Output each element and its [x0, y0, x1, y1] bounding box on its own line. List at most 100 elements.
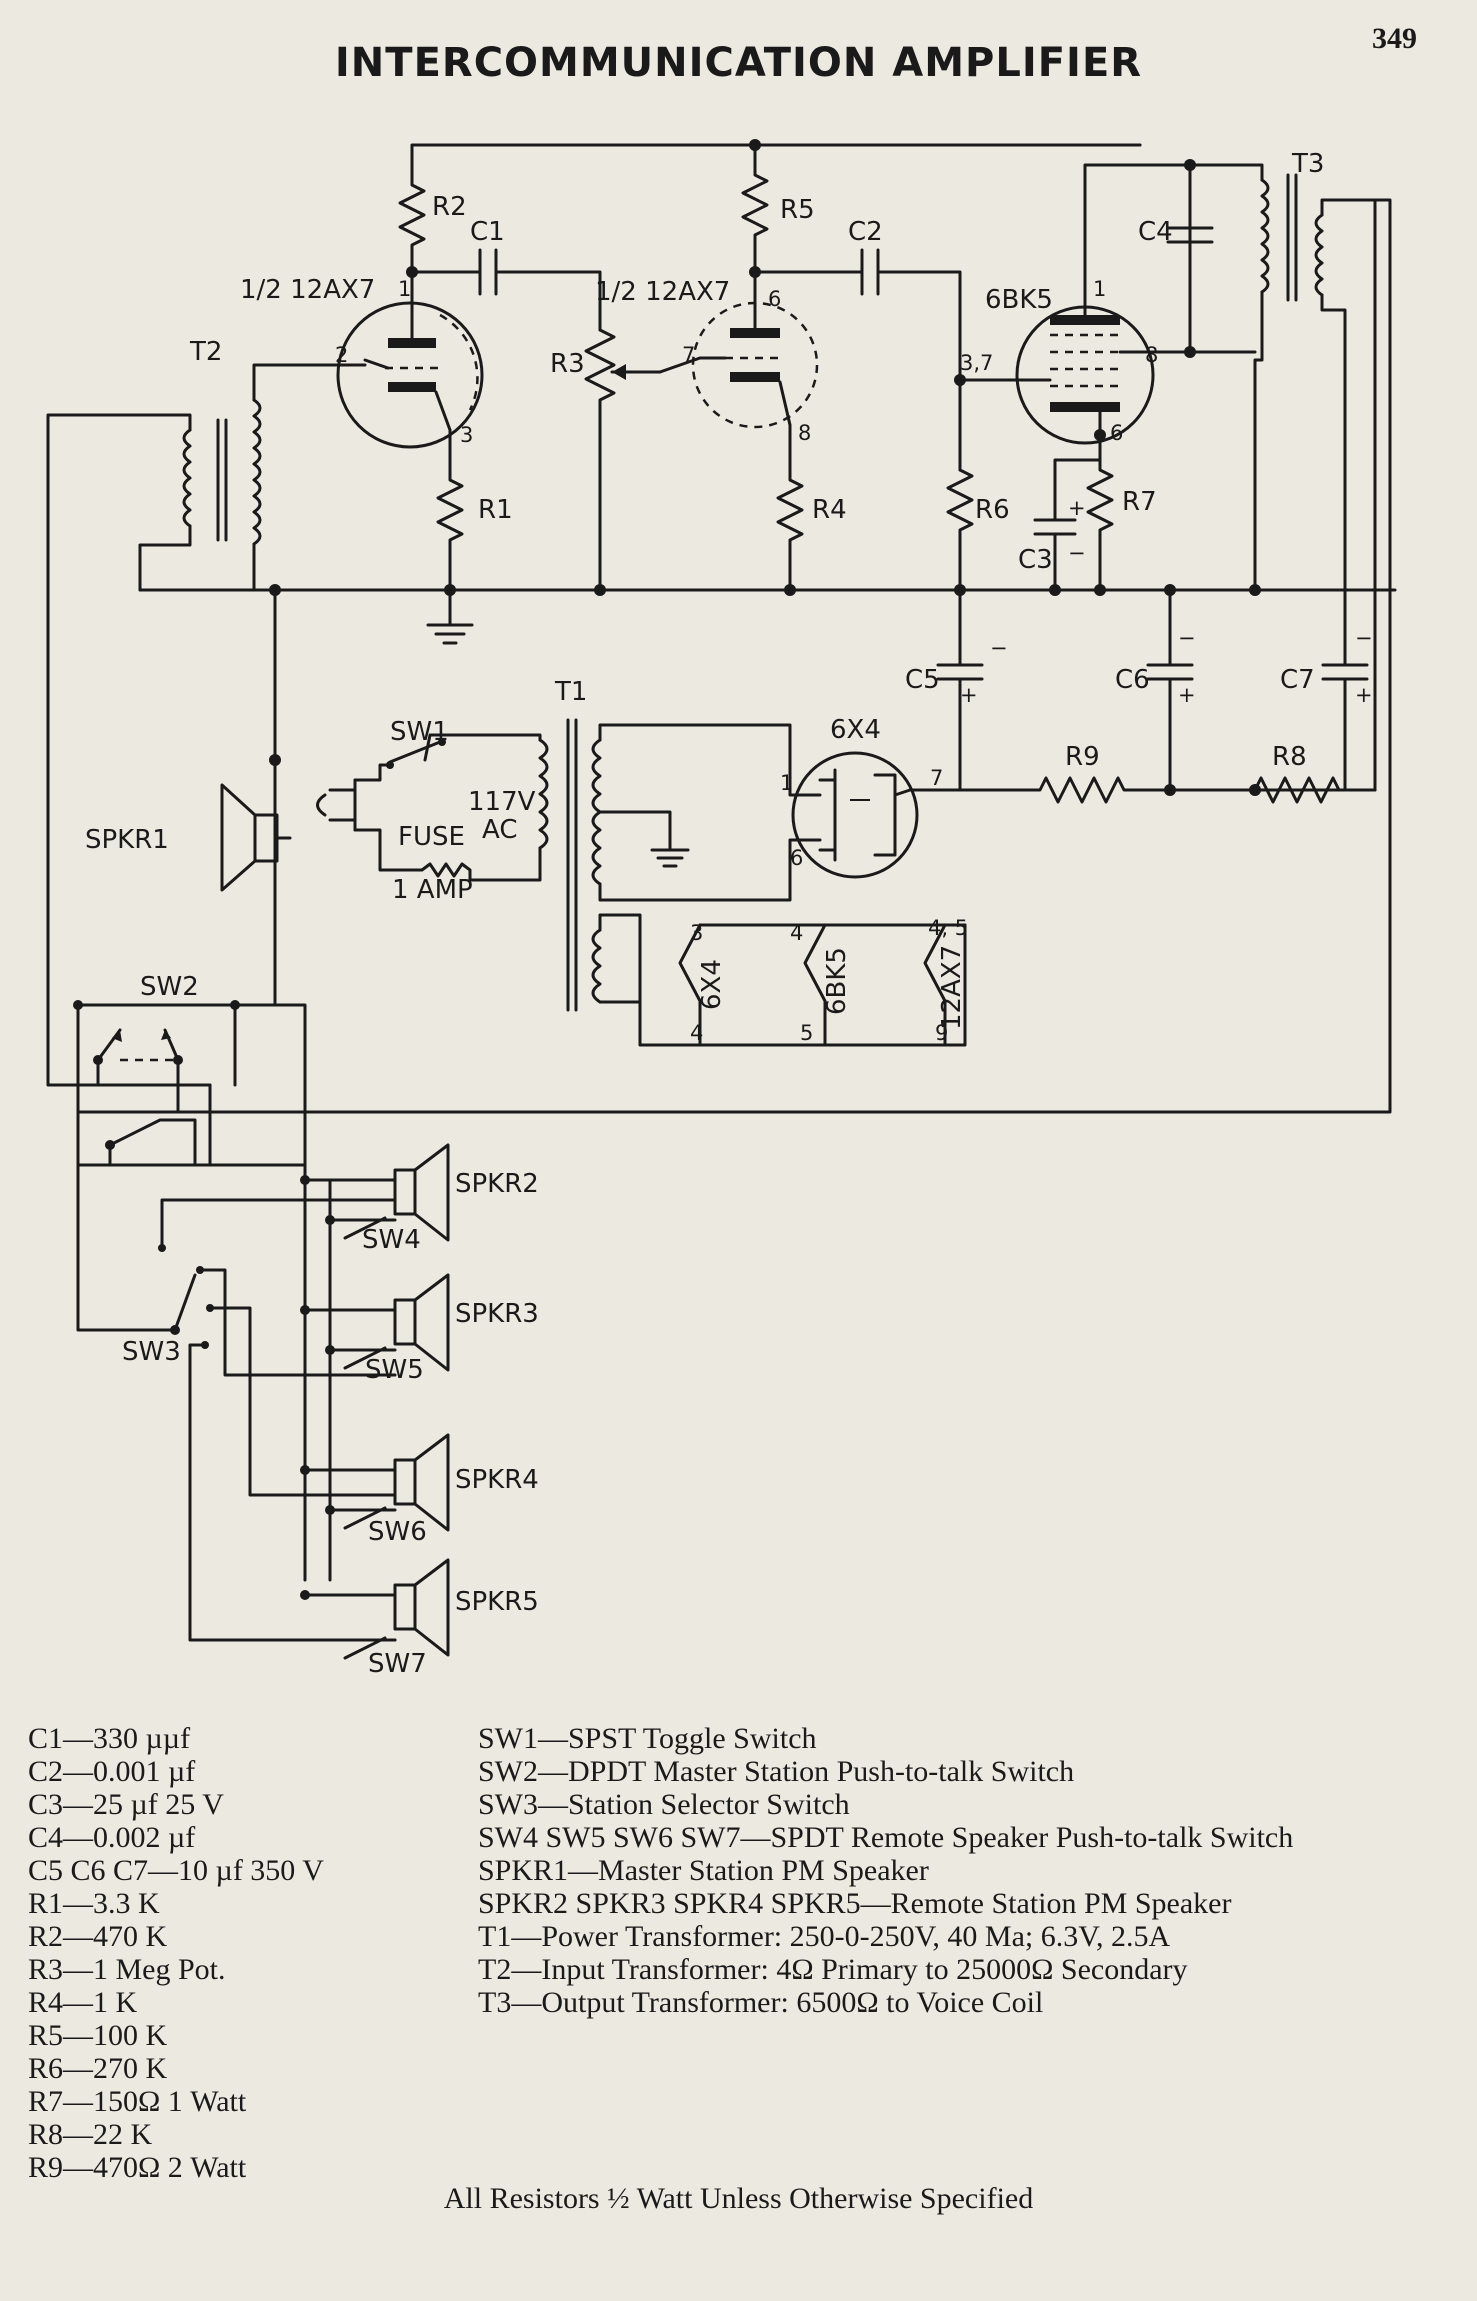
pin-label: 4 [790, 921, 803, 945]
pin-label: 7 [930, 766, 943, 790]
tube-v3 [1015, 278, 1192, 445]
ac-plug [316, 778, 357, 832]
polarity-mark: − [1355, 626, 1373, 650]
label-sw2: SW2 [140, 972, 199, 1002]
legend-item: SPKR1—Master Station PM Speaker [478, 1854, 929, 1887]
resistor-r9 [908, 776, 1377, 804]
label-sw3: SW3 [122, 1337, 181, 1367]
label-heater: 6X4 [697, 959, 727, 1010]
transformer-t3 [1260, 173, 1324, 302]
label-r2: R2 [432, 192, 467, 222]
label-c5: C5 [905, 665, 940, 695]
label-r7: R7 [1122, 487, 1157, 517]
legend-item: T2—Input Transformer: 4Ω Primary to 2500… [478, 1953, 1188, 1986]
legend-item: SW2—DPDT Master Station Push-to-talk Swi… [478, 1755, 1075, 1788]
resistor-r4 [776, 423, 804, 592]
legend-item: C1—330 µµf [28, 1722, 191, 1755]
label-r9: R9 [1065, 742, 1100, 772]
heater-6x4 [678, 923, 702, 1047]
heater-6bk5 [803, 923, 827, 1047]
capacitor-c2 [753, 248, 962, 472]
legend-item: R8—22 K [28, 2118, 153, 2151]
page-title: INTERCOMMUNICATION AMPLIFIER [334, 40, 1143, 86]
polarity-mark: + [1178, 683, 1196, 707]
transformer-t1 [538, 718, 602, 1012]
pin-label: 8 [1145, 343, 1158, 367]
resistor-r1 [436, 428, 464, 592]
label-r3: R3 [550, 349, 585, 379]
switch-sw4 [343, 1216, 387, 1240]
polarity-mark: − [990, 636, 1008, 660]
label-sw1: SW1 [390, 717, 449, 747]
legend-item: R5—100 K [28, 2019, 168, 2052]
label-sw4: SW4 [362, 1225, 421, 1255]
label-sw5: SW5 [365, 1355, 424, 1385]
pin-label: 5 [800, 1021, 813, 1045]
capacitor-c6 [1146, 588, 1194, 792]
label-rectifier: 6X4 [830, 715, 881, 745]
speaker-spkr5 [393, 1558, 450, 1657]
label-spkr1: SPKR1 [85, 825, 169, 855]
switch-sw1 [388, 740, 442, 764]
legend-item: R3—1 Meg Pot. [28, 1953, 226, 1986]
label-fuse: FUSE [398, 822, 465, 852]
polarity-mark: − [1178, 626, 1196, 650]
switch-sw5 [343, 1346, 387, 1370]
schematic-diagram: 1/2 12AX7 1 2 3 R2 C1 R3 R1 T2 [46, 139, 1397, 1679]
ground-symbol [426, 588, 474, 645]
tube-v2 [691, 288, 819, 429]
switch-sw7 [343, 1636, 387, 1660]
legend-item: C5 C6 C7—10 µf 350 V [28, 1854, 324, 1887]
speaker-spkr4 [393, 1433, 450, 1532]
ground-symbol [598, 810, 690, 868]
switch-sw3 [173, 1273, 197, 1332]
label-c3: C3 [1018, 545, 1053, 575]
capacitor-c7 [1321, 618, 1369, 792]
legend-item: R4—1 K [28, 1986, 138, 2019]
potentiometer-r3 [584, 328, 616, 592]
legend-item: T1—Power Transformer: 250-0-250V, 40 Ma;… [478, 1920, 1171, 1953]
capacitor-c4 [1166, 163, 1214, 354]
resistor-r2 [398, 168, 426, 302]
label-sw6: SW6 [368, 1517, 427, 1547]
pin-label: 3 [460, 423, 473, 447]
legend-item: C2—0.001 µf [28, 1755, 196, 1788]
pin-label: 2 [335, 343, 348, 367]
footer-note: All Resistors ½ Watt Unless Otherwise Sp… [443, 2182, 1034, 2215]
fuse [353, 828, 542, 882]
pin-label: 9 [935, 1021, 948, 1045]
label-fuse-rating: 1 AMP [392, 875, 473, 905]
page-number: 349 [1372, 22, 1417, 55]
capacitor-c3 [1033, 458, 1102, 592]
resistor-r7 [1086, 433, 1114, 592]
legend-item: T3—Output Transformer: 6500Ω to Voice Co… [478, 1986, 1044, 2019]
tube-v1 [336, 298, 484, 449]
legend-item: SW4 SW5 SW6 SW7—SPDT Remote Speaker Push… [478, 1821, 1294, 1854]
label-c4: C4 [1138, 217, 1173, 247]
polarity-mark: + [1355, 683, 1373, 707]
pin-label: 8 [798, 421, 811, 445]
tube-rectifier-6x4 [791, 751, 919, 879]
label-r6: R6 [975, 495, 1010, 525]
polarity-mark: + [960, 683, 978, 707]
resistor-r5 [741, 143, 769, 292]
legend-item: SPKR2 SPKR3 SPKR4 SPKR5—Remote Station P… [478, 1887, 1232, 1920]
speaker-spkr3 [393, 1273, 450, 1372]
label-sw7: SW7 [368, 1649, 427, 1679]
label-c1: C1 [470, 217, 505, 247]
label-r8: R8 [1272, 742, 1307, 772]
speaker-spkr2 [393, 1143, 450, 1242]
legend-item: C4—0.002 µf [28, 1821, 196, 1854]
legend-item: R6—270 K [28, 2052, 168, 2085]
label-tube3: 6BK5 [985, 285, 1053, 315]
capacitor-c5 [936, 588, 984, 792]
pin-label: 3 [690, 921, 703, 945]
label-ac: 117V [468, 787, 536, 817]
legend-item: R9—470Ω 2 Watt [28, 2151, 247, 2184]
label-t1: T1 [554, 677, 587, 707]
legend-item: R2—470 K [28, 1920, 168, 1953]
legend-item: SW1—SPST Toggle Switch [478, 1722, 817, 1755]
label-spkr2: SPKR2 [455, 1169, 539, 1199]
